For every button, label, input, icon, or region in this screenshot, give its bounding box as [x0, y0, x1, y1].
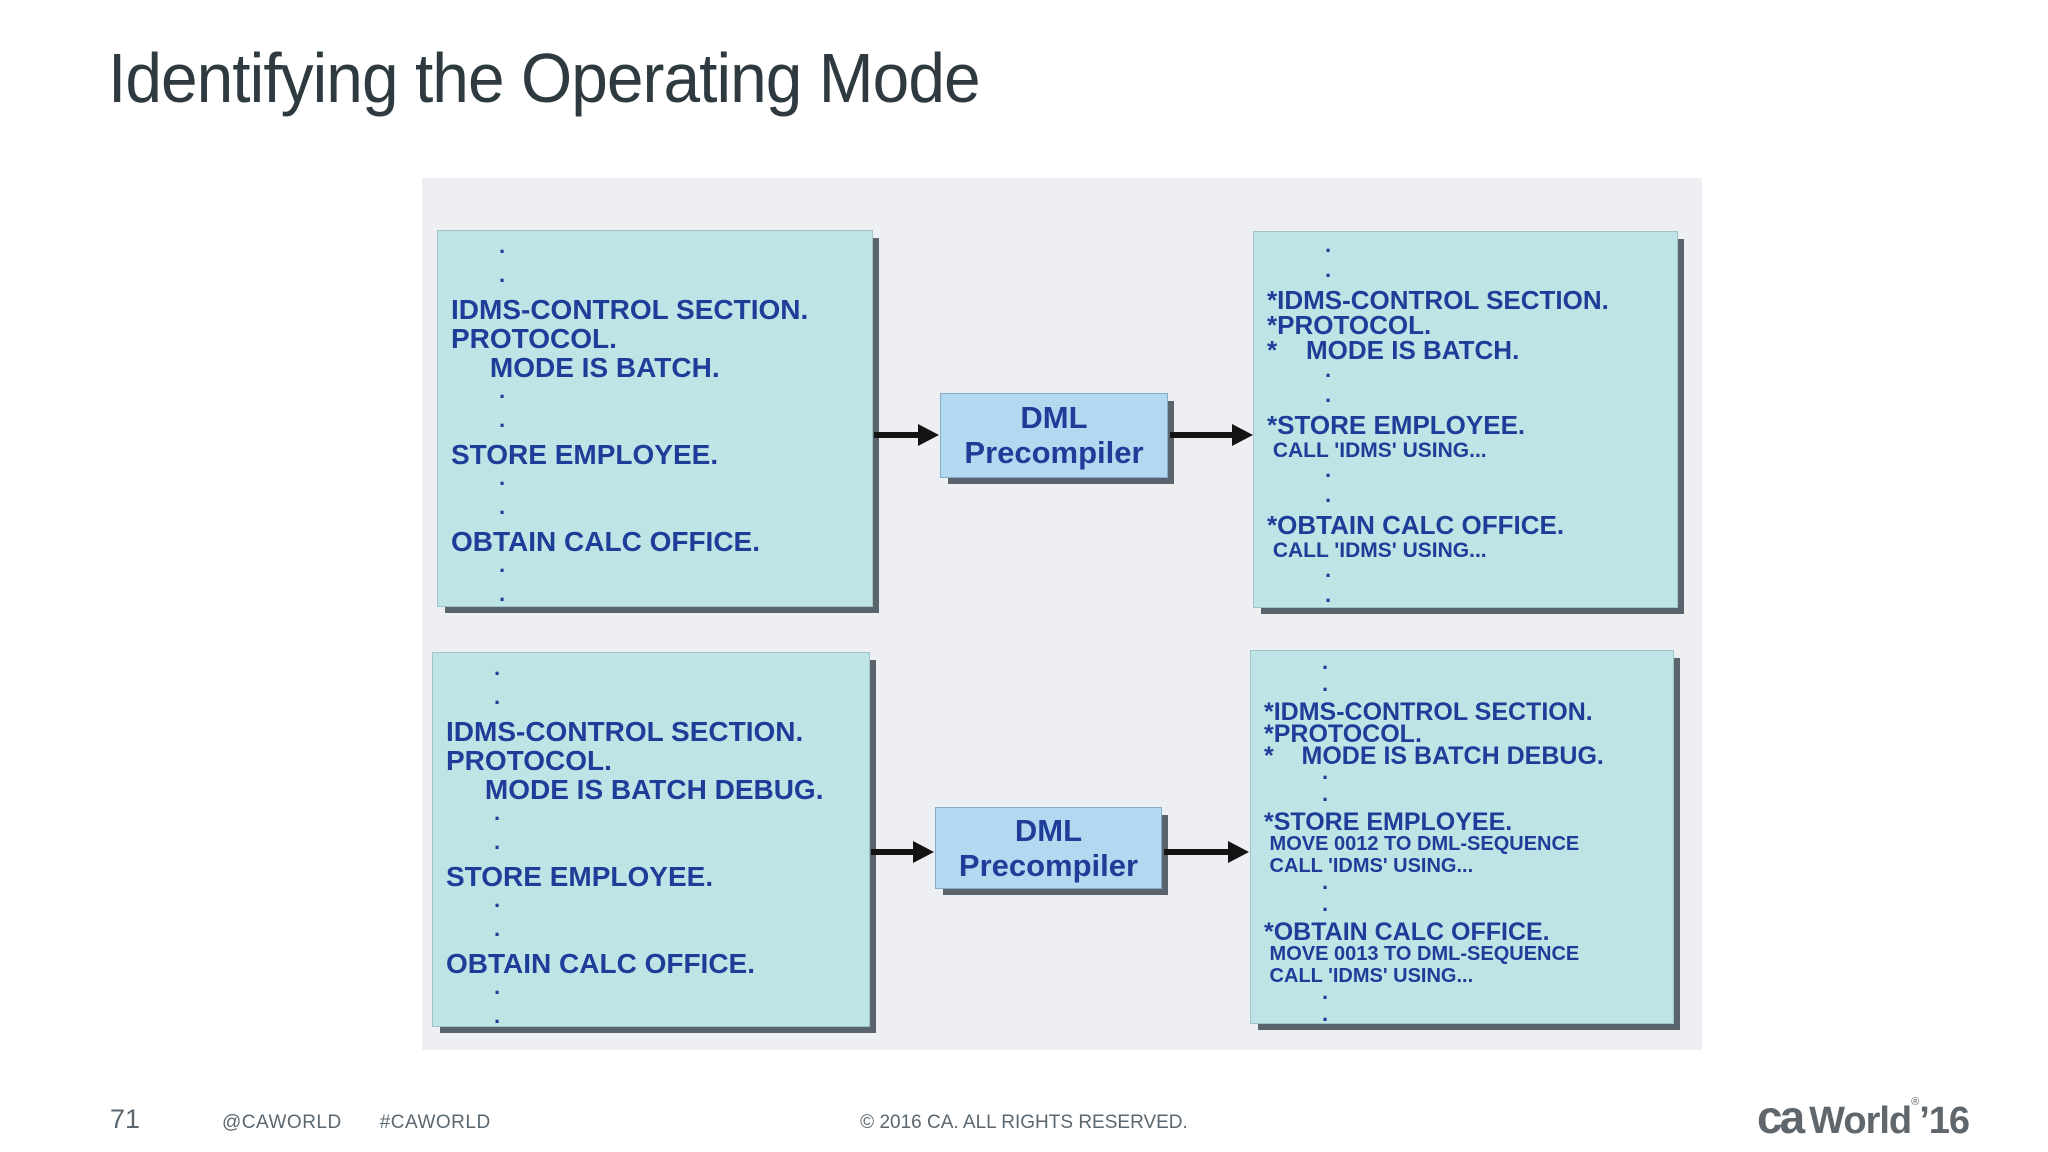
code-line: CALL 'IDMS' USING...: [1267, 539, 1487, 562]
dml-precompiler-label-line1: DML: [1014, 813, 1083, 848]
code-line: ·: [1322, 897, 1330, 922]
source-code-box-batch-debug: ··IDMS-CONTROL SECTION.PROTOCOL. MODE IS…: [432, 652, 870, 1027]
code-line: ·: [494, 835, 502, 860]
source-code-box-batch: ··IDMS-CONTROL SECTION.PROTOCOL. MODE IS…: [437, 230, 873, 607]
code-line: STORE EMPLOYEE.: [446, 861, 714, 892]
code-line: ·: [494, 893, 502, 918]
code-line: *IDMS-CONTROL SECTION.: [1267, 285, 1609, 315]
code-line: ·: [1325, 588, 1333, 608]
output-code-box-batch-debug: ··*IDMS-CONTROL SECTION.*PROTOCOL.* MODE…: [1250, 650, 1674, 1024]
code-line: *OBTAIN CALC OFFICE.: [1264, 918, 1550, 946]
code-line: ·: [1325, 463, 1333, 488]
code-line: ·: [494, 690, 502, 715]
ca-logo-mark: ca: [1757, 1091, 1805, 1143]
code-line: MODE IS BATCH DEBUG.: [446, 774, 824, 805]
code-line: *PROTOCOL.: [1264, 720, 1422, 748]
code-line: ·: [499, 384, 507, 409]
code-line: ·: [499, 587, 507, 607]
social-hashtag: #CAWORLD: [379, 1112, 491, 1133]
code-line: ·: [499, 500, 507, 525]
code-line: ·: [499, 239, 507, 264]
registered-mark-icon: ®: [1911, 1096, 1920, 1108]
flow-arrow-precompiler-to-output-2: [1164, 841, 1249, 863]
logo-year-text: ’16: [1919, 1100, 1970, 1142]
code-line: CALL 'IDMS' USING...: [1264, 965, 1474, 987]
code-line: ·: [1325, 263, 1333, 288]
code-line: *OBTAIN CALC OFFICE.: [1267, 510, 1565, 540]
output-code-box-batch: ··*IDMS-CONTROL SECTION.*PROTOCOL.* MODE…: [1253, 231, 1678, 608]
social-tags: @CAWORLD #CAWORLD: [222, 1112, 491, 1134]
code-line: ·: [1322, 875, 1330, 900]
code-line: ·: [494, 806, 502, 831]
copyright-text: © 2016 CA. ALL RIGHTS RESERVED.: [860, 1112, 1188, 1133]
flow-arrow-precompiler-to-output-1: [1170, 424, 1253, 446]
code-line: ·: [1322, 787, 1330, 812]
social-handle: @CAWORLD: [222, 1112, 342, 1133]
code-line: *IDMS-CONTROL SECTION.: [1264, 698, 1593, 726]
code-line: ·: [499, 413, 507, 438]
code-line: ·: [494, 661, 502, 686]
dml-precompiler-box-1: DML Precompiler: [940, 393, 1168, 478]
code-line: MOVE 0012 TO DML-SEQUENCE: [1264, 833, 1580, 855]
code-line: ·: [1322, 765, 1330, 790]
code-line: ·: [1325, 488, 1333, 513]
code-line: CALL 'IDMS' USING...: [1264, 855, 1474, 877]
code-line: ·: [499, 471, 507, 496]
code-line: OBTAIN CALC OFFICE.: [446, 948, 756, 979]
code-line: *PROTOCOL.: [1267, 310, 1432, 340]
code-line: ·: [1322, 655, 1330, 680]
slide-page-number: 71: [110, 1104, 141, 1134]
code-line: MOVE 0013 TO DML-SEQUENCE: [1264, 943, 1580, 965]
code-line: *STORE EMPLOYEE.: [1264, 808, 1513, 836]
code-line: ·: [494, 980, 502, 1005]
dml-precompiler-label-line1: DML: [1020, 400, 1088, 435]
code-line: PROTOCOL.: [446, 745, 612, 776]
code-line: OBTAIN CALC OFFICE.: [451, 526, 761, 557]
code-line: ·: [1325, 363, 1333, 388]
code-line: ·: [1325, 388, 1333, 413]
code-line: STORE EMPLOYEE.: [451, 439, 719, 470]
flow-arrow-source-to-precompiler-1: [874, 424, 939, 446]
code-line: MODE IS BATCH.: [451, 352, 720, 383]
dml-precompiler-box-2: DML Precompiler: [935, 807, 1162, 889]
dml-precompiler-label-line2: Precompiler: [958, 848, 1139, 883]
code-line: IDMS-CONTROL SECTION.: [451, 294, 809, 325]
code-line: * MODE IS BATCH DEBUG.: [1264, 742, 1604, 770]
code-line: ·: [1325, 563, 1333, 588]
code-line: IDMS-CONTROL SECTION.: [446, 716, 804, 747]
code-line: ·: [499, 268, 507, 293]
code-line: ·: [1322, 985, 1330, 1010]
code-line: CALL 'IDMS' USING...: [1267, 439, 1487, 462]
ca-world-logo: ca World ® ’16: [1757, 1090, 1970, 1144]
flow-arrow-source-to-precompiler-2: [871, 841, 934, 863]
code-line: ·: [494, 922, 502, 947]
code-line: ·: [499, 558, 507, 583]
code-line: ·: [1322, 1007, 1330, 1024]
code-line: ·: [1322, 677, 1330, 702]
code-line: ·: [1325, 238, 1333, 263]
logo-world-text: World: [1809, 1100, 1912, 1142]
code-line: *STORE EMPLOYEE.: [1267, 410, 1526, 440]
code-line: ·: [494, 1009, 502, 1027]
code-line: PROTOCOL.: [451, 323, 617, 354]
code-line: * MODE IS BATCH.: [1267, 335, 1520, 365]
page-title: Identifying the Operating Mode: [108, 39, 981, 117]
dml-precompiler-label-line2: Precompiler: [964, 435, 1144, 470]
